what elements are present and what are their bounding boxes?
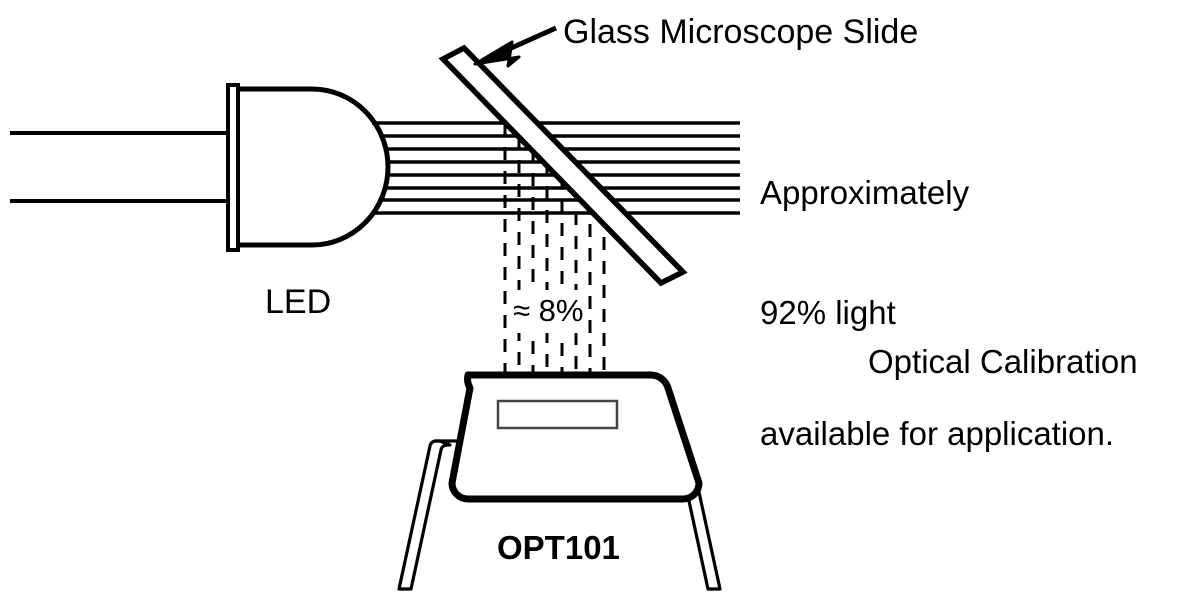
glass-slide-label: Glass Microscope Slide	[563, 13, 919, 51]
led-leads	[10, 131, 232, 203]
callout-arrow-head	[473, 40, 521, 68]
transmitted-light-line-3: available for application.	[760, 415, 1115, 452]
transmitted-light-line-2: 92% light	[760, 294, 896, 332]
transmitted-light-note: Approximately 92% light available for ap…	[760, 92, 1114, 535]
led-label: LED	[265, 283, 332, 321]
led-dome	[233, 86, 391, 248]
photodiode-window	[496, 399, 619, 430]
optical-calibration-title: Optical Calibration	[868, 343, 1138, 380]
transmitted-light-line-1: Approximately	[760, 173, 970, 211]
reflected-rays	[503, 123, 606, 378]
glass-slide-body	[438, 44, 688, 287]
led-body	[226, 83, 391, 252]
opt101-detector	[397, 371, 722, 591]
detector-leg-left	[397, 439, 452, 591]
detector-package-body	[448, 371, 703, 503]
led-flange	[226, 83, 240, 252]
reflected-percent-label: ≈ 8%	[508, 290, 589, 333]
opt101-label: OPT101	[497, 529, 620, 566]
glass-microscope-slide	[438, 44, 688, 287]
slide-callout-arrow	[473, 25, 558, 68]
